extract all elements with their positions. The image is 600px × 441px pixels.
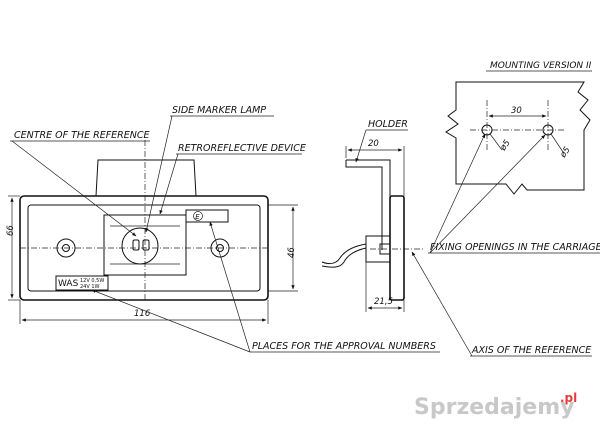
rating-line-1: 12V 0,5W <box>80 278 104 284</box>
label-places-approval: PLACES FOR THE APPROVAL NUMBERS <box>91 221 440 353</box>
svg-text:AXIS OF THE REFERENCE: AXIS OF THE REFERENCE <box>471 345 591 356</box>
lamp-front-view: E WAS 12V 0,5W 24V 1W <box>19 140 269 301</box>
approval-box <box>185 209 229 223</box>
svg-text:66: 66 <box>6 225 16 236</box>
watermark: Sprzedajemy .pl <box>414 391 577 420</box>
label-centre-of-reference: CENTRE OF THE REFERENCE <box>10 130 150 237</box>
svg-text:.pl: .pl <box>560 391 577 405</box>
rating-line-2: 24V 1W <box>80 284 100 290</box>
svg-text:30: 30 <box>511 106 522 116</box>
svg-text:CENTRE OF THE REFERENCE: CENTRE OF THE REFERENCE <box>14 130 150 141</box>
approval-mark: E <box>195 213 200 221</box>
lamp-side-view <box>321 159 425 301</box>
dim-height-46: 46 <box>268 204 298 292</box>
svg-text:Sprzedajemy: Sprzedajemy <box>414 395 575 420</box>
bulb-socket <box>121 227 159 265</box>
label-side-marker-lamp: SIDE MARKER LAMP <box>145 105 274 233</box>
label-axis-reference: AXIS OF THE REFERENCE <box>411 251 592 357</box>
dim-depth-20: 20 <box>345 139 405 196</box>
label-fixing-openings: FIXING OPENINGS IN THE CARRIAGE <box>428 133 600 254</box>
mounting-version-view: MOUNTING VERSION II 30 ø5 ø5 <box>445 61 592 195</box>
label-retroreflective-device: RETROREFLECTIVE DEVICE <box>159 143 306 215</box>
svg-text:46: 46 <box>287 247 297 258</box>
svg-text:SIDE MARKER LAMP: SIDE MARKER LAMP <box>172 105 266 116</box>
svg-text:PLACES FOR THE APPROVAL NUMBER: PLACES FOR THE APPROVAL NUMBERS <box>252 341 436 352</box>
svg-text:FIXING OPENINGS IN THE CARRIAG: FIXING OPENINGS IN THE CARRIAGE <box>430 242 600 253</box>
svg-text:20: 20 <box>368 139 379 149</box>
svg-text:21,5: 21,5 <box>374 297 393 307</box>
brand-mark: WAS <box>58 279 79 289</box>
label-holder: HOLDER <box>355 119 408 163</box>
dim-width-116: 116 <box>19 300 269 324</box>
svg-text:RETROREFLECTIVE DEVICE: RETROREFLECTIVE DEVICE <box>178 143 306 154</box>
hole-dim-left: ø5 <box>498 138 513 153</box>
mounting-bracket <box>95 159 197 197</box>
dim-depth-21-5: 21,5 <box>365 262 405 312</box>
svg-text:MOUNTING VERSION II: MOUNTING VERSION II <box>490 61 592 71</box>
dim-height-66: 66 <box>6 195 20 301</box>
svg-text:116: 116 <box>134 309 151 319</box>
svg-text:HOLDER: HOLDER <box>368 119 408 130</box>
